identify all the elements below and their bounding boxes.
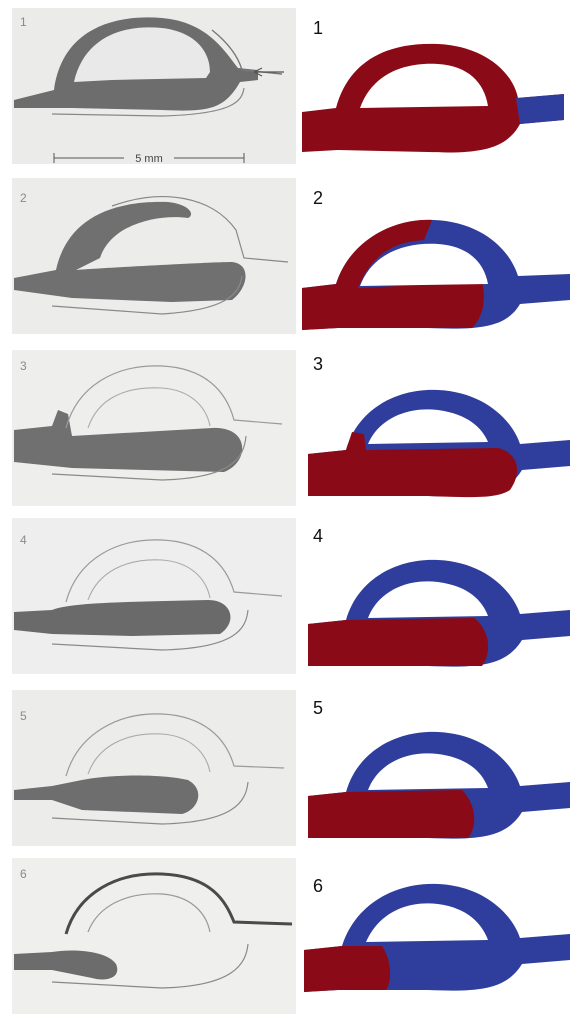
panel-label-4: 4 [313,526,323,547]
simulation-panel-4 [298,546,581,702]
photo-label-4: 4 [20,533,27,547]
experiment-photo-1: 5 mm 1 [12,8,296,164]
experiment-photo-6: 6 [12,858,296,1014]
photo-label-6: 6 [20,867,27,881]
simulation-panel-6 [298,866,581,1022]
experiment-photo-2: 2 [12,178,296,334]
simulation-panel-1 [298,20,581,176]
panel-label-2: 2 [313,188,323,209]
simulation-panel-3 [298,378,581,534]
photo-label-3: 3 [20,359,27,373]
photo-label-1: 1 [20,15,27,29]
photo-label-5: 5 [20,709,27,723]
experiment-photo-5: 5 [12,690,296,846]
simulation-panel-2 [298,210,581,366]
experiment-photo-4: 4 [12,518,296,674]
photo-label-2: 2 [20,191,27,205]
scale-bar-label: 5 mm [135,153,163,164]
panel-label-3: 3 [313,354,323,375]
experiment-photo-3: 3 [12,350,296,506]
simulation-panel-5 [298,716,581,872]
